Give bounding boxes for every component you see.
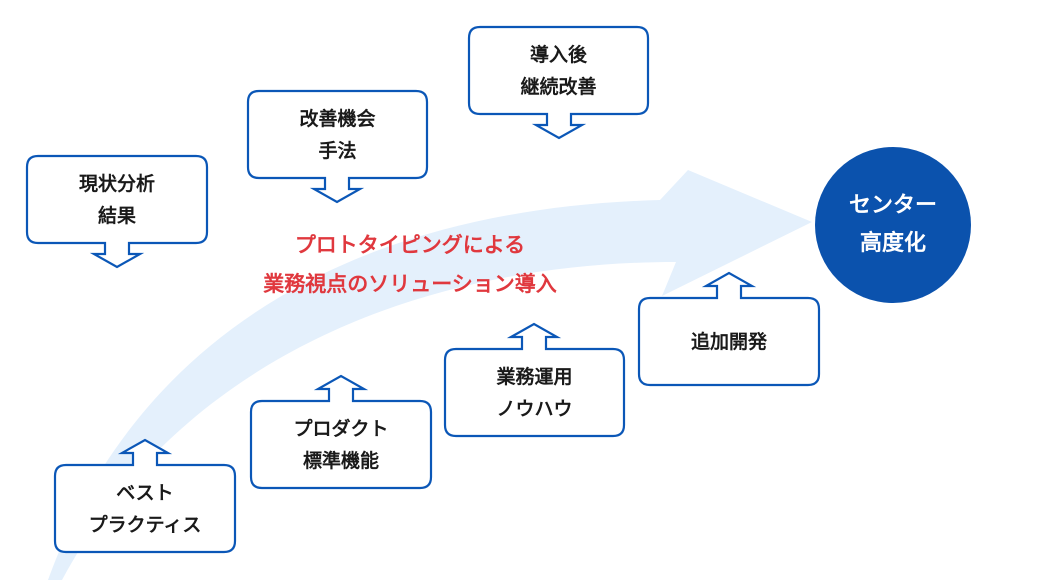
top-box-2-line-1: 改善機会 [299, 107, 376, 130]
bottom-box-4-label: 追加開発 [639, 298, 819, 385]
top-box-3-line-2: 継続改善 [520, 75, 597, 98]
top-box-1-shape [25, 154, 209, 269]
tagline-line-1: プロトタイピングによる [294, 233, 526, 257]
bottom-box-2-label: プロダクト 標準機能 [251, 401, 431, 488]
top-box-3-label: 導入後 継続改善 [469, 27, 648, 114]
bottom-box-1-label: ベスト プラクティス [55, 465, 235, 552]
top-box-3-shape [467, 25, 650, 140]
bottom-box-2-shape [249, 374, 433, 490]
top-box-1-line-2: 結果 [97, 204, 136, 227]
top-box-3-line-1: 導入後 [529, 43, 587, 66]
top-box-2-label: 改善機会 手法 [248, 91, 427, 178]
goal-line-1: センター [848, 193, 937, 218]
tagline: プロトタイピングによる 業務視点のソリューション導入 [200, 226, 620, 304]
tagline-line-2: 業務視点のソリューション導入 [263, 272, 557, 296]
top-box-2-shape [246, 89, 429, 204]
bottom-box-3-line-1: 業務運用 [496, 365, 573, 388]
bottom-box-1-line-2: プラクティス [88, 513, 202, 536]
progress-curved-arrow [48, 170, 812, 580]
bottom-box-2-line-2: 標準機能 [302, 449, 379, 472]
goal-label: センター 高度化 [815, 147, 971, 303]
bottom-box-2-line-1: プロダクト [293, 417, 389, 440]
goal-circle [815, 147, 971, 303]
bottom-box-4-line-1: 追加開発 [690, 330, 767, 353]
top-box-1-line-1: 現状分析 [78, 172, 155, 195]
top-box-2-line-2: 手法 [318, 139, 357, 162]
bottom-box-3-line-2: ノウハウ [496, 397, 573, 420]
goal-line-2: 高度化 [859, 231, 926, 256]
bottom-box-4-shape [637, 271, 821, 387]
top-box-1-label: 現状分析 結果 [27, 156, 207, 243]
bottom-box-3-label: 業務運用 ノウハウ [445, 349, 624, 436]
bottom-box-1-shape [53, 438, 237, 554]
bottom-box-3-shape [443, 322, 626, 438]
bottom-box-1-line-1: ベスト [116, 481, 174, 504]
